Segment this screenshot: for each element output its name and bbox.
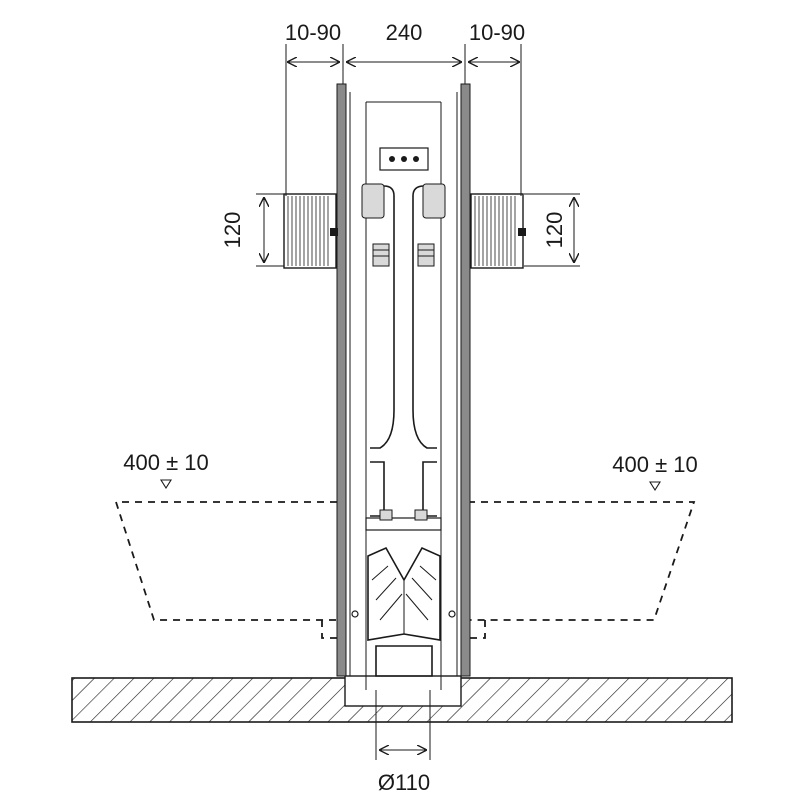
left-mounting-rail <box>283 193 338 269</box>
right-level-marker-icon <box>649 481 661 492</box>
frame-post-right <box>456 83 471 677</box>
dimension-left-rail-height: 120 <box>220 212 245 249</box>
drain-fitting <box>367 546 441 677</box>
left-height-dimension <box>256 193 284 267</box>
dimension-right-rail-height: 120 <box>542 212 567 249</box>
screw-right <box>448 610 456 618</box>
dimension-left-basin-height: 400 ± 10 <box>123 450 208 475</box>
dimension-top-right-gap: 10-90 <box>469 20 525 45</box>
left-supply-pipe <box>361 183 395 517</box>
right-mounting-rail <box>470 193 526 269</box>
dimension-drain-diameter: Ø110 <box>378 770 430 795</box>
floor-slab <box>71 675 733 723</box>
frame-post-left <box>336 83 351 677</box>
right-height-dimension <box>524 193 580 267</box>
screw-left <box>351 610 359 618</box>
connector-plate <box>365 509 442 531</box>
left-level-marker-icon <box>160 479 172 490</box>
dimension-top-center-width: 240 <box>386 20 423 45</box>
left-basin-outline <box>114 501 337 639</box>
drain-dimension <box>375 690 431 760</box>
top-dimension-lines <box>285 44 522 196</box>
dimension-right-basin-height: 400 ± 10 <box>612 452 697 477</box>
dimension-top-left-gap: 10-90 <box>285 20 341 45</box>
right-supply-pipe <box>412 183 446 517</box>
right-basin-outline <box>468 501 696 639</box>
top-bracket <box>379 147 429 171</box>
